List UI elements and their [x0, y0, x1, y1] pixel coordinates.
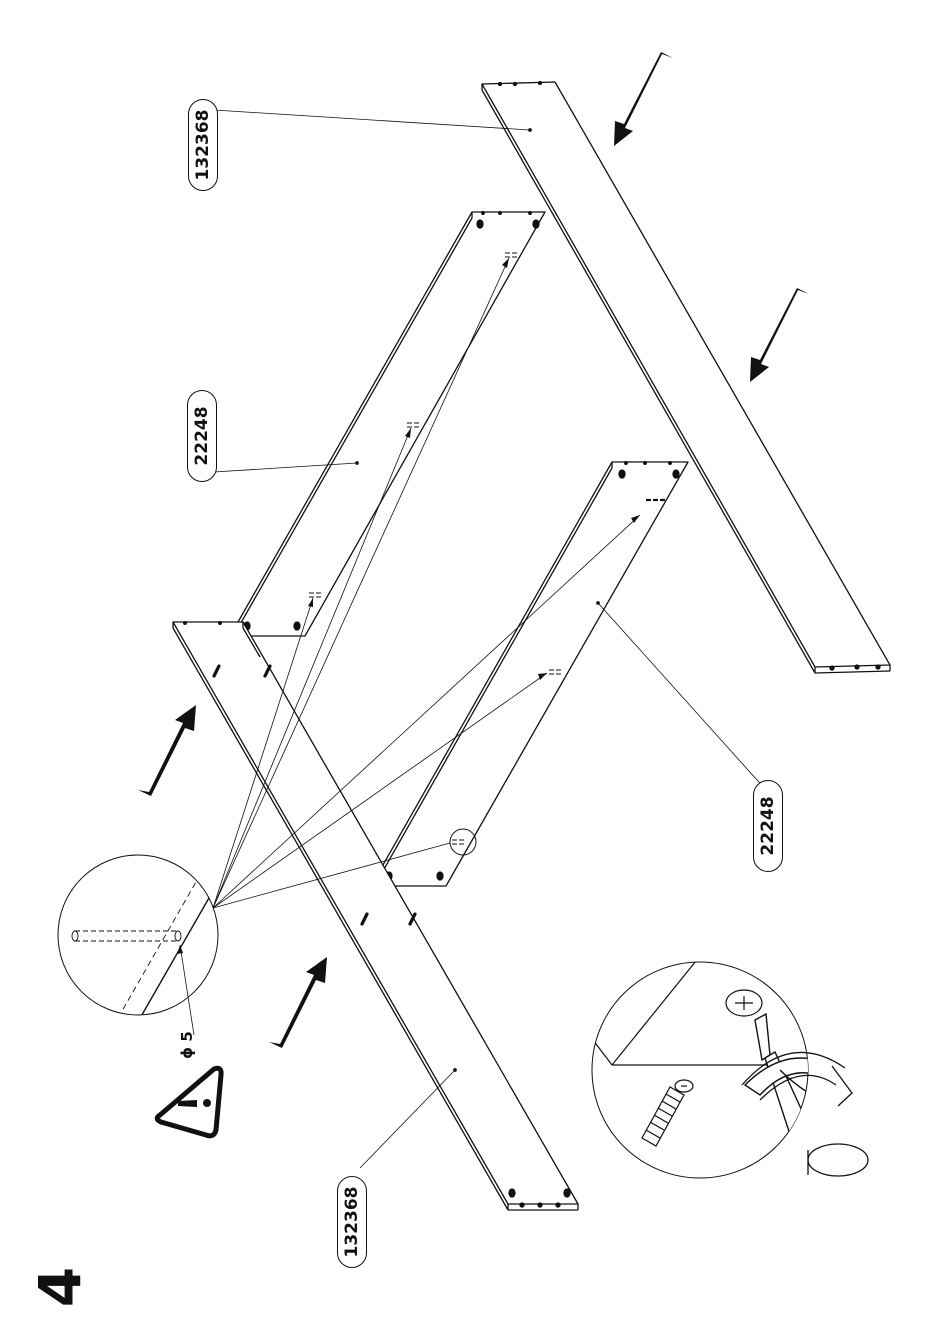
dowel-diameter-label: ϕ 5	[177, 1020, 197, 1070]
screwdriver-detail	[592, 956, 868, 1178]
part-number-top: 132368	[188, 99, 218, 191]
panel-middle-lower-short	[371, 462, 688, 892]
warning-triangle-icon	[157, 1068, 221, 1136]
part-number-middle-lower: 22248	[753, 780, 783, 872]
part-number-bottom: 132368	[337, 1176, 367, 1268]
arrow-icon	[138, 52, 809, 1048]
panel-middle-upper-short	[230, 212, 545, 642]
part-number-middle-upper: 22248	[187, 390, 217, 482]
dowel-detail	[58, 855, 225, 1035]
step-number: 4	[25, 1257, 95, 1317]
